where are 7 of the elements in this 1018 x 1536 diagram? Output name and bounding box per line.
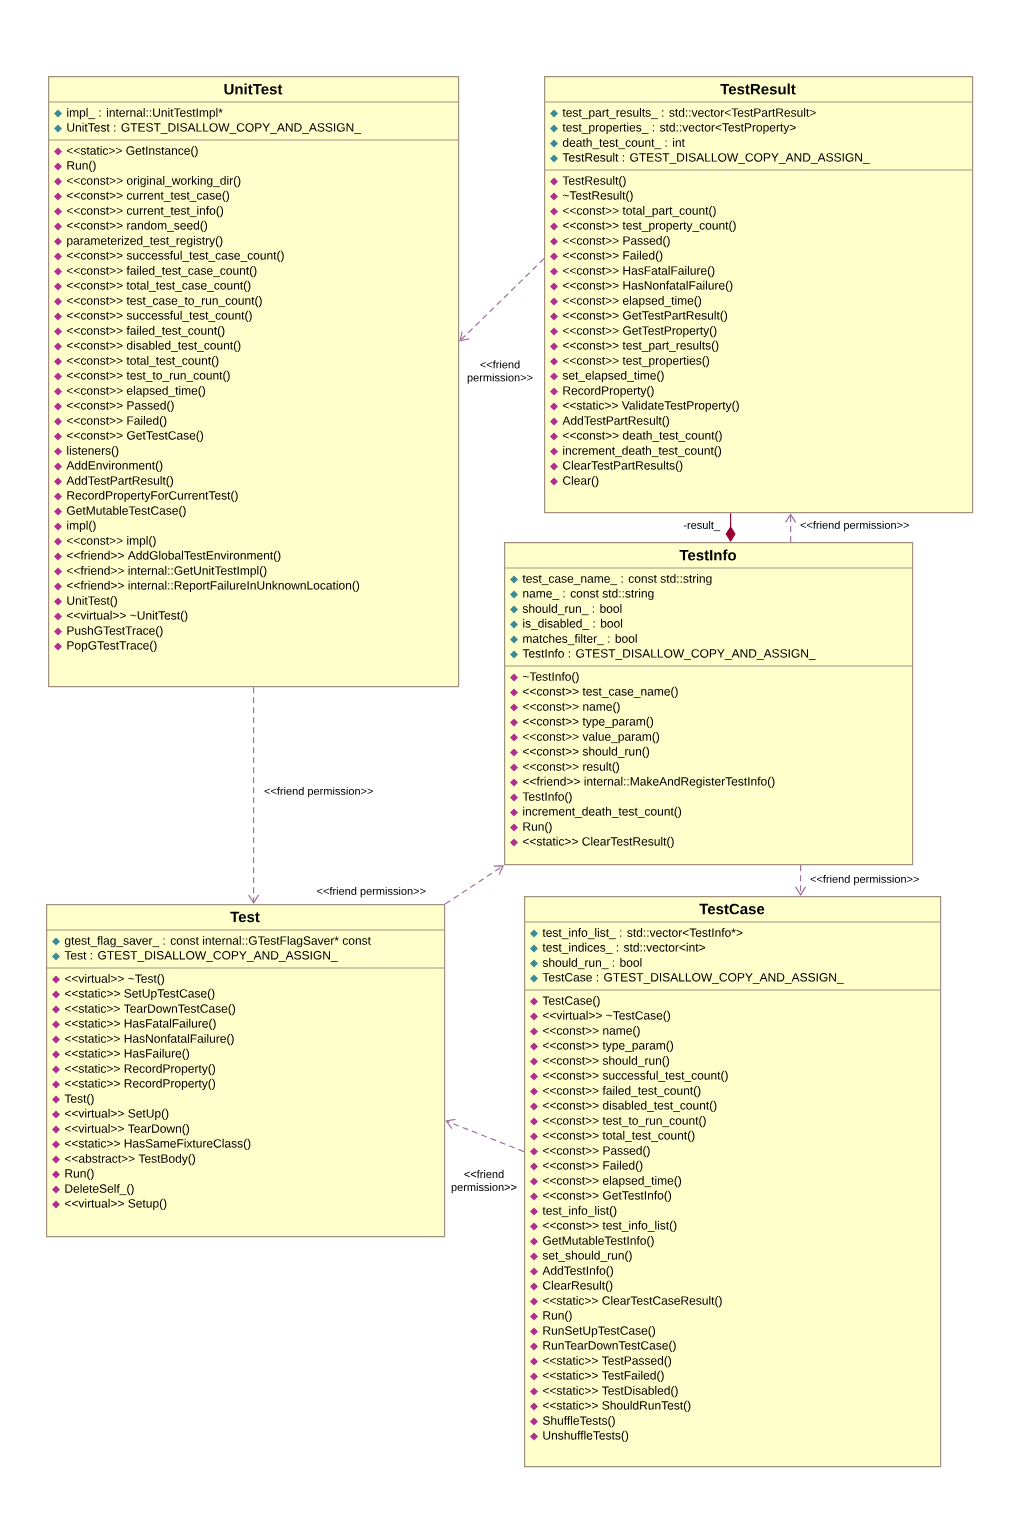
dependency-arrow <box>795 864 807 896</box>
dependency-arrow <box>725 512 736 542</box>
dependency-arrow <box>444 865 504 905</box>
dependency-arrow <box>445 1118 525 1153</box>
dependency-arrow <box>248 686 260 904</box>
dependency-arrow <box>459 258 545 342</box>
dependency-arrow <box>785 513 797 543</box>
